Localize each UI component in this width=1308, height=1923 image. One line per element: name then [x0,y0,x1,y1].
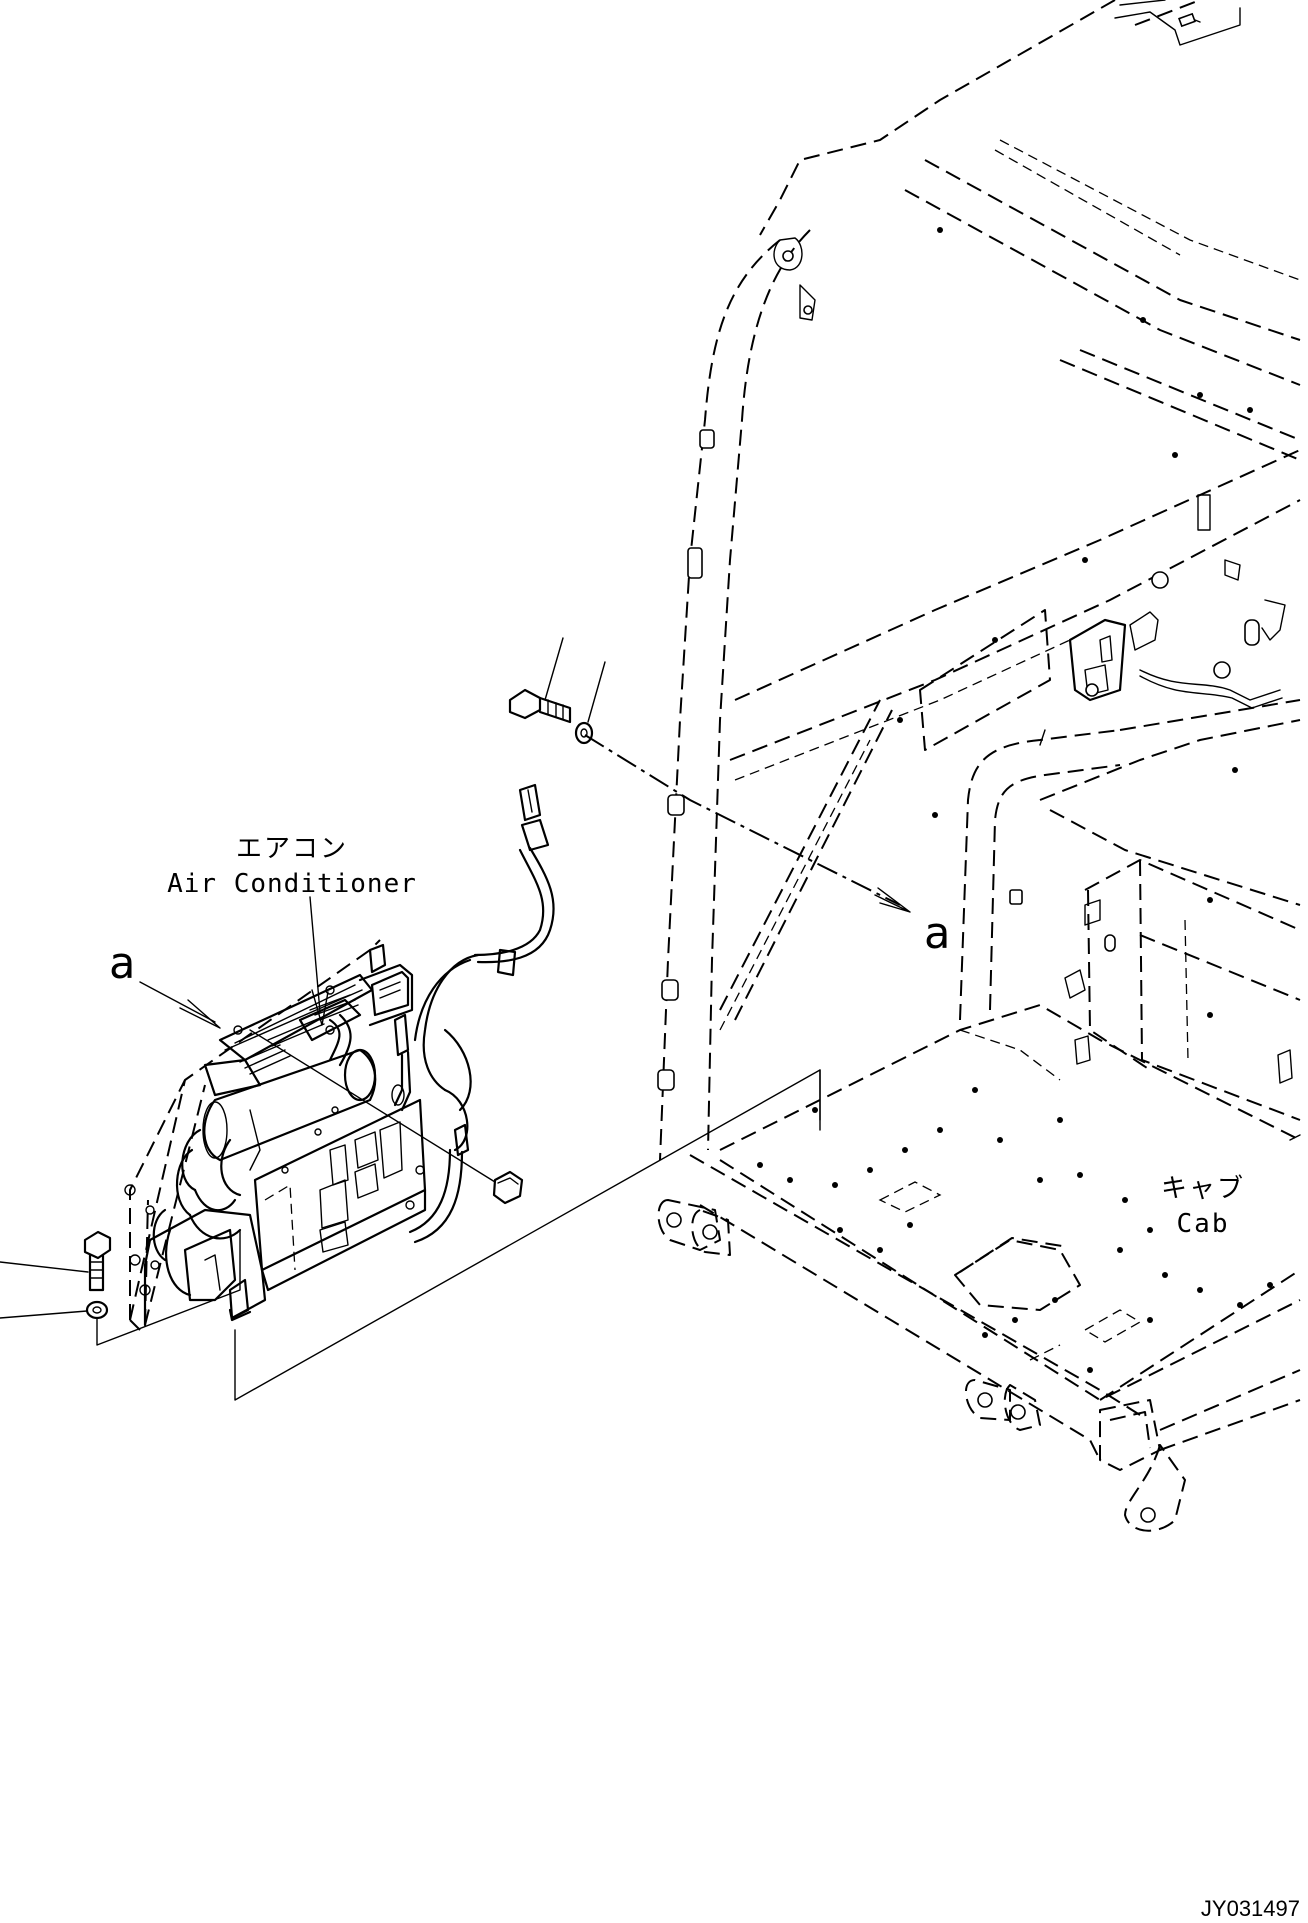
floor-holes [757,227,1273,1373]
leader-ref-a-left [139,981,216,1023]
leader-washer-lower [0,1310,88,1319]
arrow-ref-a-left [179,999,221,1029]
leader-nut [249,1029,496,1183]
cab-jp-label: キャブ [1161,1174,1245,1204]
leader-bolt-lower [0,1261,89,1273]
bolt-lower [83,1230,112,1292]
leader-arrow-ac [311,989,329,1026]
ref-a-left-label: a [109,938,136,989]
bolt-axis-line [584,734,901,906]
washer-lower [85,1300,109,1320]
leader-washer-upper [587,661,606,723]
air-conditioner-en-label: Air Conditioner [167,869,417,899]
cab-en-label: Cab [1177,1209,1230,1239]
vent-slats [239,994,359,1075]
air-conditioner-unit [124,783,555,1331]
cab-frame [657,0,1301,1532]
figure-id: JY031497 [1201,1896,1300,1921]
leader-bolt-upper [544,637,564,701]
air-conditioner-jp-label: エアコン [236,834,348,864]
ref-arrow-right [874,887,911,913]
washer-upper [574,721,594,745]
ref-a-right-label: a [924,908,951,959]
bolt-upper [508,688,572,724]
hex-nut [492,1170,524,1205]
mount-line-left [96,1229,241,1346]
leader-air-conditioner [309,896,321,1013]
